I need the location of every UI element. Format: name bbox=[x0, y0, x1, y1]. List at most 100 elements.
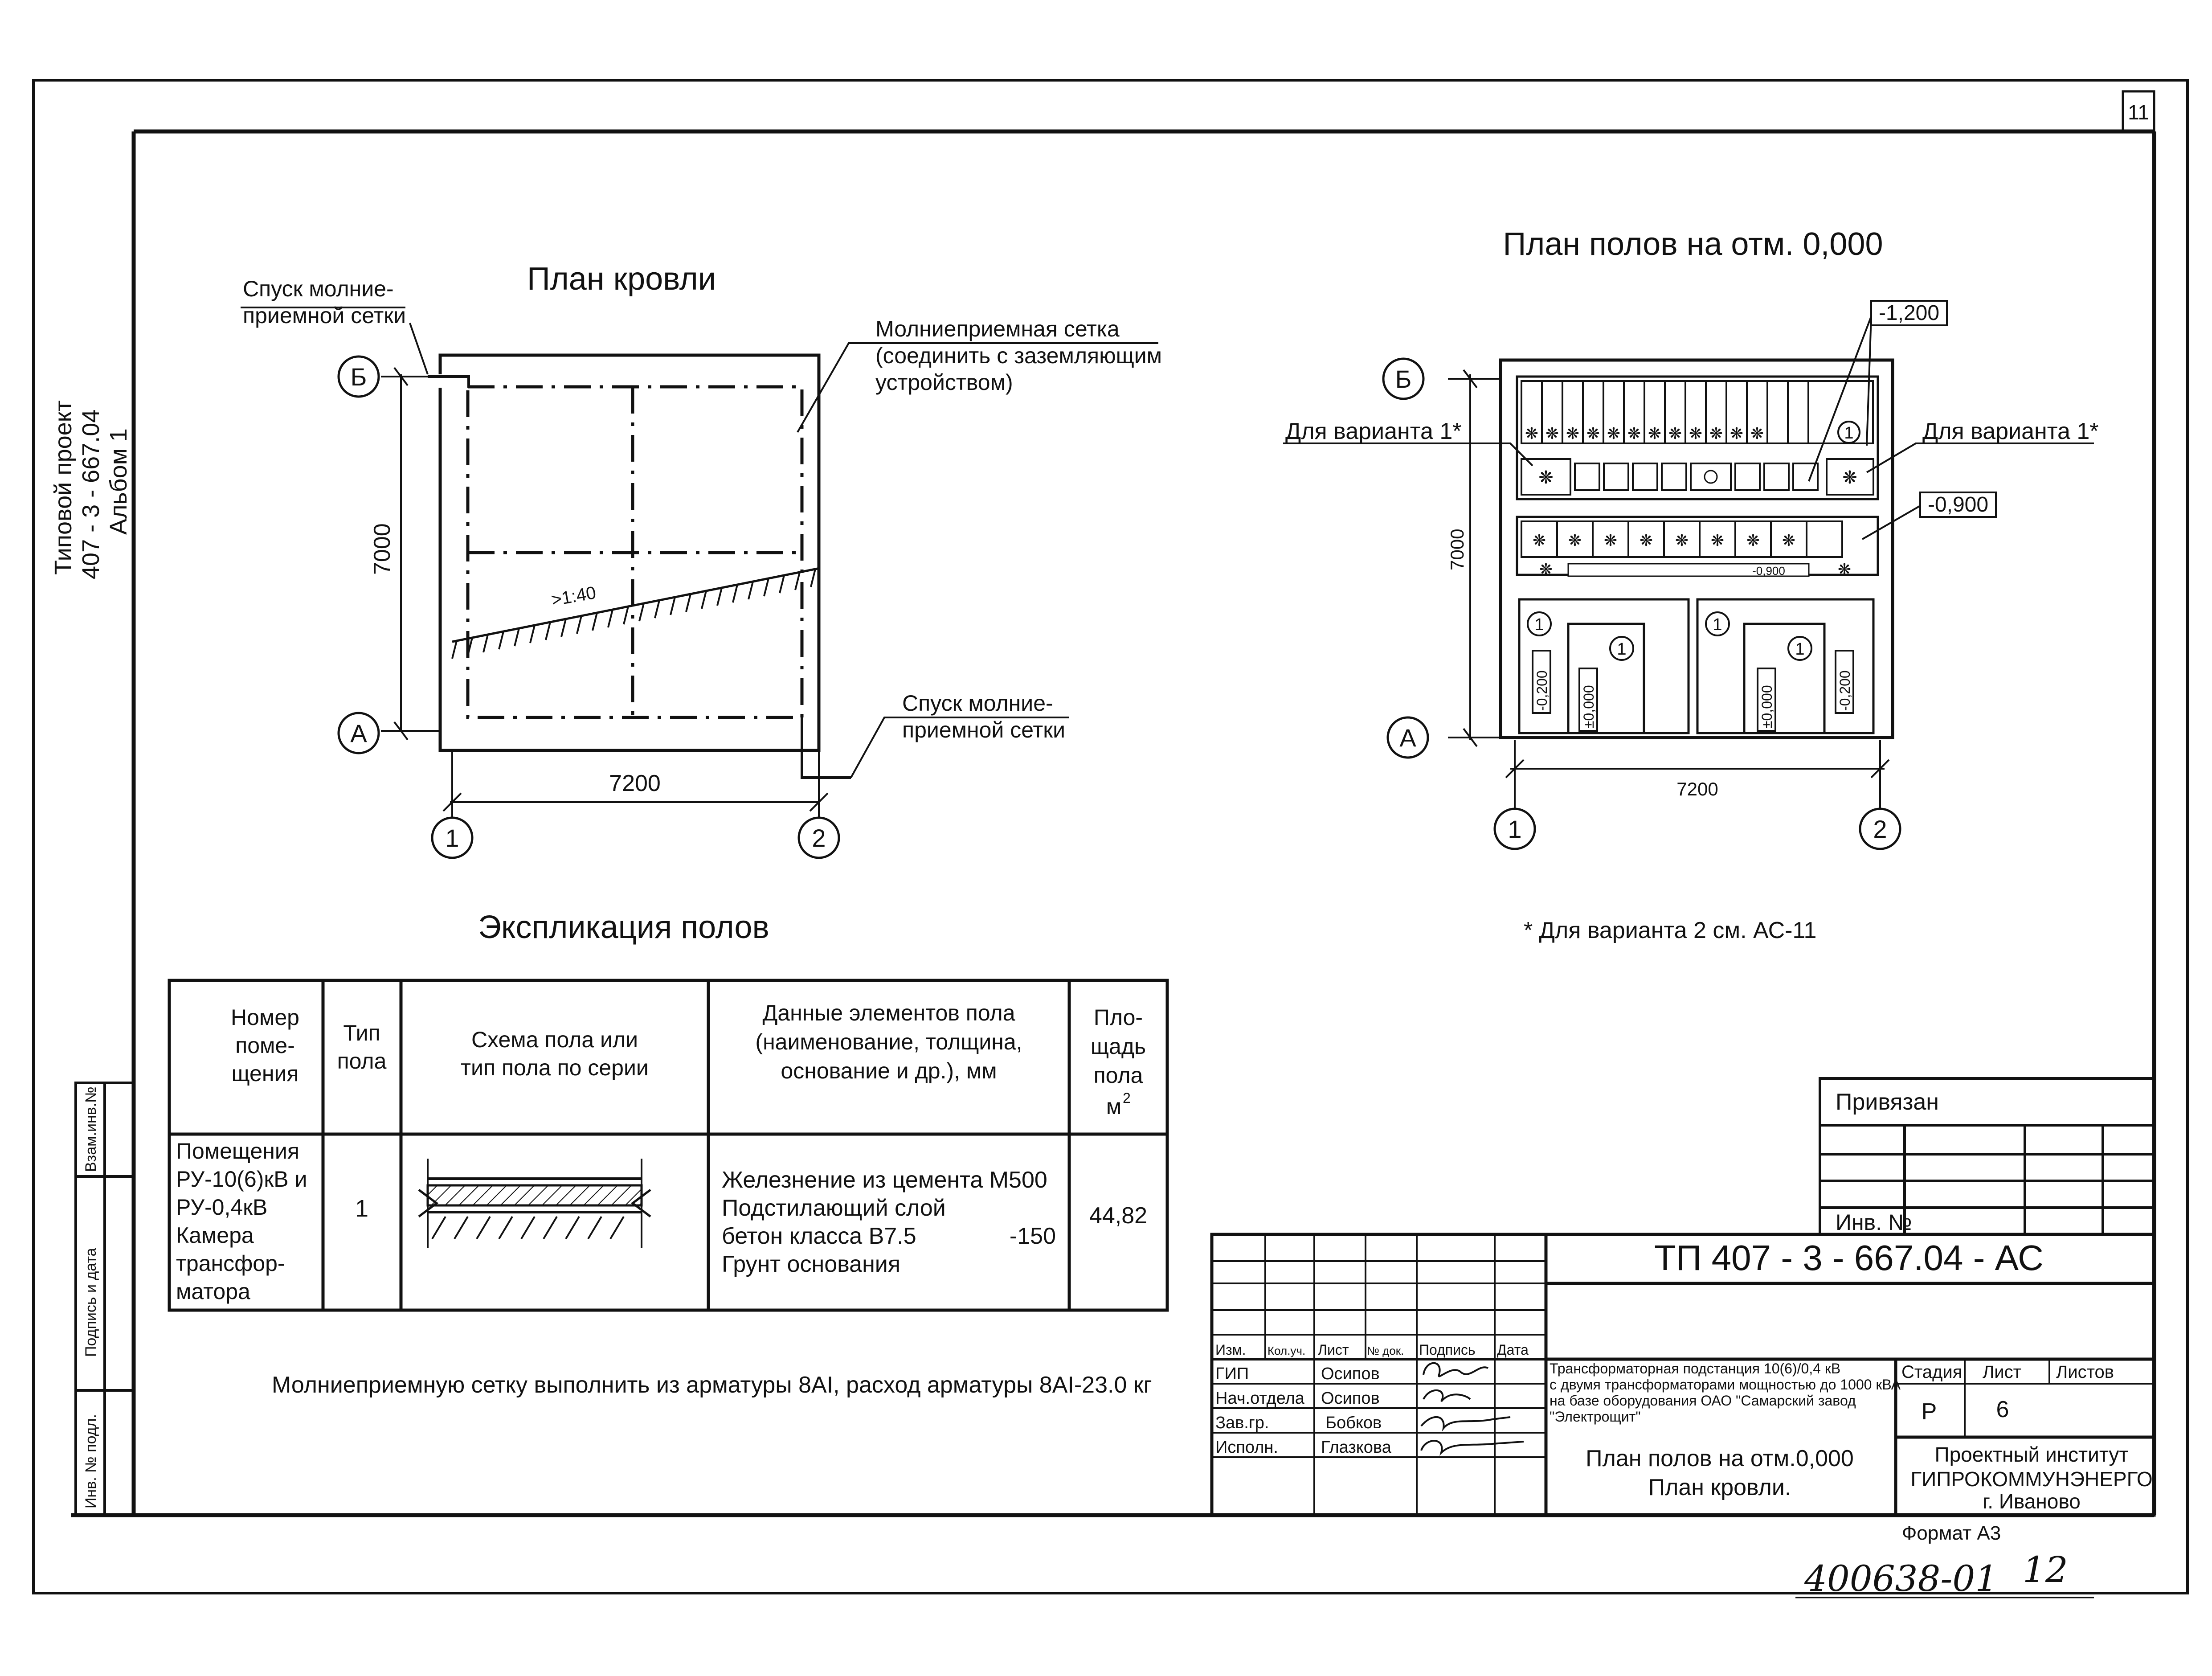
name-1: Осипов bbox=[1321, 1365, 1380, 1383]
data-line-1: Железнение из цемента М500 bbox=[722, 1167, 1047, 1193]
hdr-room-2: поме- bbox=[235, 1033, 295, 1058]
roof-note-downpipe-top-1: Спуск молние- bbox=[243, 276, 394, 301]
name-3: Бобков bbox=[1325, 1414, 1382, 1432]
roof-slope-label: >1:40 bbox=[550, 583, 597, 610]
explication-title: Экспликация полов bbox=[478, 910, 769, 945]
svg-text:❋: ❋ bbox=[1782, 531, 1795, 549]
svg-text:❋: ❋ bbox=[1648, 424, 1661, 443]
hdr-kolvo: Кол.уч. bbox=[1268, 1344, 1305, 1357]
chamber-mark-1: 1 bbox=[1534, 615, 1544, 634]
hdr-data-2: (наименование, толщина, bbox=[755, 1029, 1022, 1054]
hdr-area-4: м bbox=[1106, 1094, 1121, 1119]
hdr-podpis: Подпись bbox=[1419, 1342, 1476, 1358]
mark-minus-0200-left: -0,200 bbox=[1534, 670, 1550, 711]
hdr-area-2: щадь bbox=[1091, 1034, 1146, 1059]
role-ispoln: Исполн. bbox=[1215, 1438, 1278, 1457]
svg-text:❋: ❋ bbox=[1689, 424, 1702, 443]
room-5: трансфор- bbox=[176, 1251, 285, 1276]
privyazan: Привязан bbox=[1836, 1089, 1939, 1115]
svg-text:❋: ❋ bbox=[1627, 424, 1641, 443]
chamber-mark-2: 1 bbox=[1617, 640, 1626, 659]
svg-text:❋: ❋ bbox=[1607, 424, 1620, 443]
variant-right-label: Для варианта 1* bbox=[1922, 418, 2098, 444]
handwritten-code: 400638-01 bbox=[1804, 1558, 1998, 1599]
signatures bbox=[1420, 1362, 1524, 1456]
roof-note-downpipe-bottom-2: приемной сетки bbox=[902, 717, 1065, 742]
roof-note-downpipe-bottom-1: Спуск молние- bbox=[902, 691, 1053, 716]
desc-1: Трансформаторная подстанция 10(6)/0,4 кВ bbox=[1550, 1360, 1840, 1377]
chamber-mark-3: 1 bbox=[1713, 615, 1722, 634]
hdr-area-sup: 2 bbox=[1123, 1090, 1131, 1106]
desc-4: "Электрощит" bbox=[1550, 1409, 1641, 1425]
hdr-data-1: Данные элементов пола bbox=[762, 1000, 1015, 1025]
name-4: Глазкова bbox=[1321, 1438, 1392, 1457]
hdr-izm: Изм. bbox=[1215, 1342, 1246, 1358]
svg-text:❋: ❋ bbox=[1604, 531, 1617, 549]
floor-dim-height: 7000 bbox=[1447, 529, 1468, 570]
sheets-label: Листов bbox=[2056, 1362, 2114, 1382]
desc-2: с двумя трансформаторами мощностью до 10… bbox=[1550, 1377, 1901, 1393]
floor-axis-b: Б bbox=[1395, 365, 1412, 393]
svg-text:❋: ❋ bbox=[1525, 424, 1538, 443]
floor-dim-width: 7200 bbox=[1676, 779, 1718, 799]
hdr-area-3: пола bbox=[1094, 1063, 1143, 1088]
floor-axis-a: А bbox=[1399, 724, 1416, 752]
svg-text:❋: ❋ bbox=[1566, 424, 1579, 443]
row-thickness: -150 bbox=[1010, 1223, 1056, 1249]
hdr-data: Дата bbox=[1497, 1342, 1529, 1358]
roof-note-mesh-1: Молниеприемная сетка bbox=[875, 316, 1120, 341]
roof-outline bbox=[438, 353, 821, 752]
roof-dim-height: 7000 bbox=[369, 523, 395, 575]
sheet-number: 11 bbox=[2128, 101, 2149, 124]
room-2: РУ-10(6)кВ и bbox=[176, 1167, 307, 1192]
hdr-type-2: пола bbox=[337, 1049, 387, 1074]
floor-scheme bbox=[418, 1159, 651, 1248]
hdr-room-3: щения bbox=[231, 1061, 298, 1086]
roof-axis-a: А bbox=[350, 719, 367, 747]
floor-axis-1: 1 bbox=[1508, 815, 1521, 843]
floor-plan: План полов на отм. 0,000 ❋❋❋ ❋❋❋ ❋❋❋ ❋❋❋… bbox=[1283, 226, 2098, 943]
role-nach: Нач.отдела bbox=[1215, 1389, 1305, 1408]
data-line-3: бетон класса В7.5 bbox=[722, 1223, 916, 1249]
svg-text:❋: ❋ bbox=[1838, 560, 1851, 578]
stamp-vzam: Взам.инв.№ bbox=[82, 1086, 99, 1172]
svg-text:❋: ❋ bbox=[1640, 531, 1653, 549]
title-block: Привязан Инв. № bbox=[1210, 1077, 2156, 1544]
drawing-code: ТП 407 - 3 - 667.04 - АС bbox=[1654, 1238, 2044, 1278]
sheet-label: Лист bbox=[1983, 1362, 2021, 1382]
mark-minus-0200-right: -0,200 bbox=[1837, 670, 1853, 711]
roof-dim-width: 7200 bbox=[609, 770, 661, 796]
explication: Экспликация полов Номер поме- щения Тип … bbox=[168, 910, 1169, 1312]
handwritten-page: 12 bbox=[2023, 1549, 2068, 1590]
roof-note-mesh-2: (соединить с заземляющим bbox=[875, 343, 1162, 368]
room-3: РУ-0,4кВ bbox=[176, 1195, 267, 1220]
album-number: Альбом 1 bbox=[105, 428, 132, 535]
role-zav: Зав.гр. bbox=[1215, 1414, 1269, 1432]
svg-text:❋: ❋ bbox=[1730, 424, 1743, 443]
hdr-data-3: основание и др.), мм bbox=[781, 1058, 997, 1083]
institute-1: Проектный институт bbox=[1935, 1443, 2129, 1466]
svg-text:❋: ❋ bbox=[1842, 468, 1857, 488]
mark-0900-small: -0,900 bbox=[1752, 564, 1785, 578]
svg-text:❋: ❋ bbox=[1750, 424, 1764, 443]
hdr-type-1: Тип bbox=[343, 1020, 380, 1045]
room-6: матора bbox=[176, 1279, 250, 1304]
roof-note-downpipe-top-2: приемной сетки bbox=[243, 303, 406, 328]
svg-text:❋: ❋ bbox=[1568, 531, 1582, 549]
roof-axis-1: 1 bbox=[445, 824, 459, 852]
stamp-inv-podl: Инв. № подл. bbox=[82, 1414, 99, 1508]
data-line-2: Подстилающий слой bbox=[722, 1195, 946, 1221]
svg-text:❋: ❋ bbox=[1668, 424, 1682, 443]
drawing-name-1: План полов на отм.0,000 bbox=[1586, 1446, 1854, 1471]
svg-text:❋: ❋ bbox=[1675, 531, 1689, 549]
lightning-mesh bbox=[466, 385, 804, 719]
row-floor-type: 1 bbox=[355, 1195, 368, 1222]
svg-text:❋: ❋ bbox=[1746, 531, 1760, 549]
svg-text:❋: ❋ bbox=[1711, 531, 1724, 549]
project-type: Типовой проект bbox=[50, 400, 77, 575]
hdr-scheme-1: Схема пола или bbox=[471, 1027, 638, 1052]
hdr-area-1: Пло- bbox=[1094, 1005, 1143, 1030]
chamber-mark-4: 1 bbox=[1795, 640, 1804, 659]
stage-label: Стадия bbox=[1901, 1362, 1962, 1382]
floor-type-mark-top: 1 bbox=[1844, 424, 1853, 443]
